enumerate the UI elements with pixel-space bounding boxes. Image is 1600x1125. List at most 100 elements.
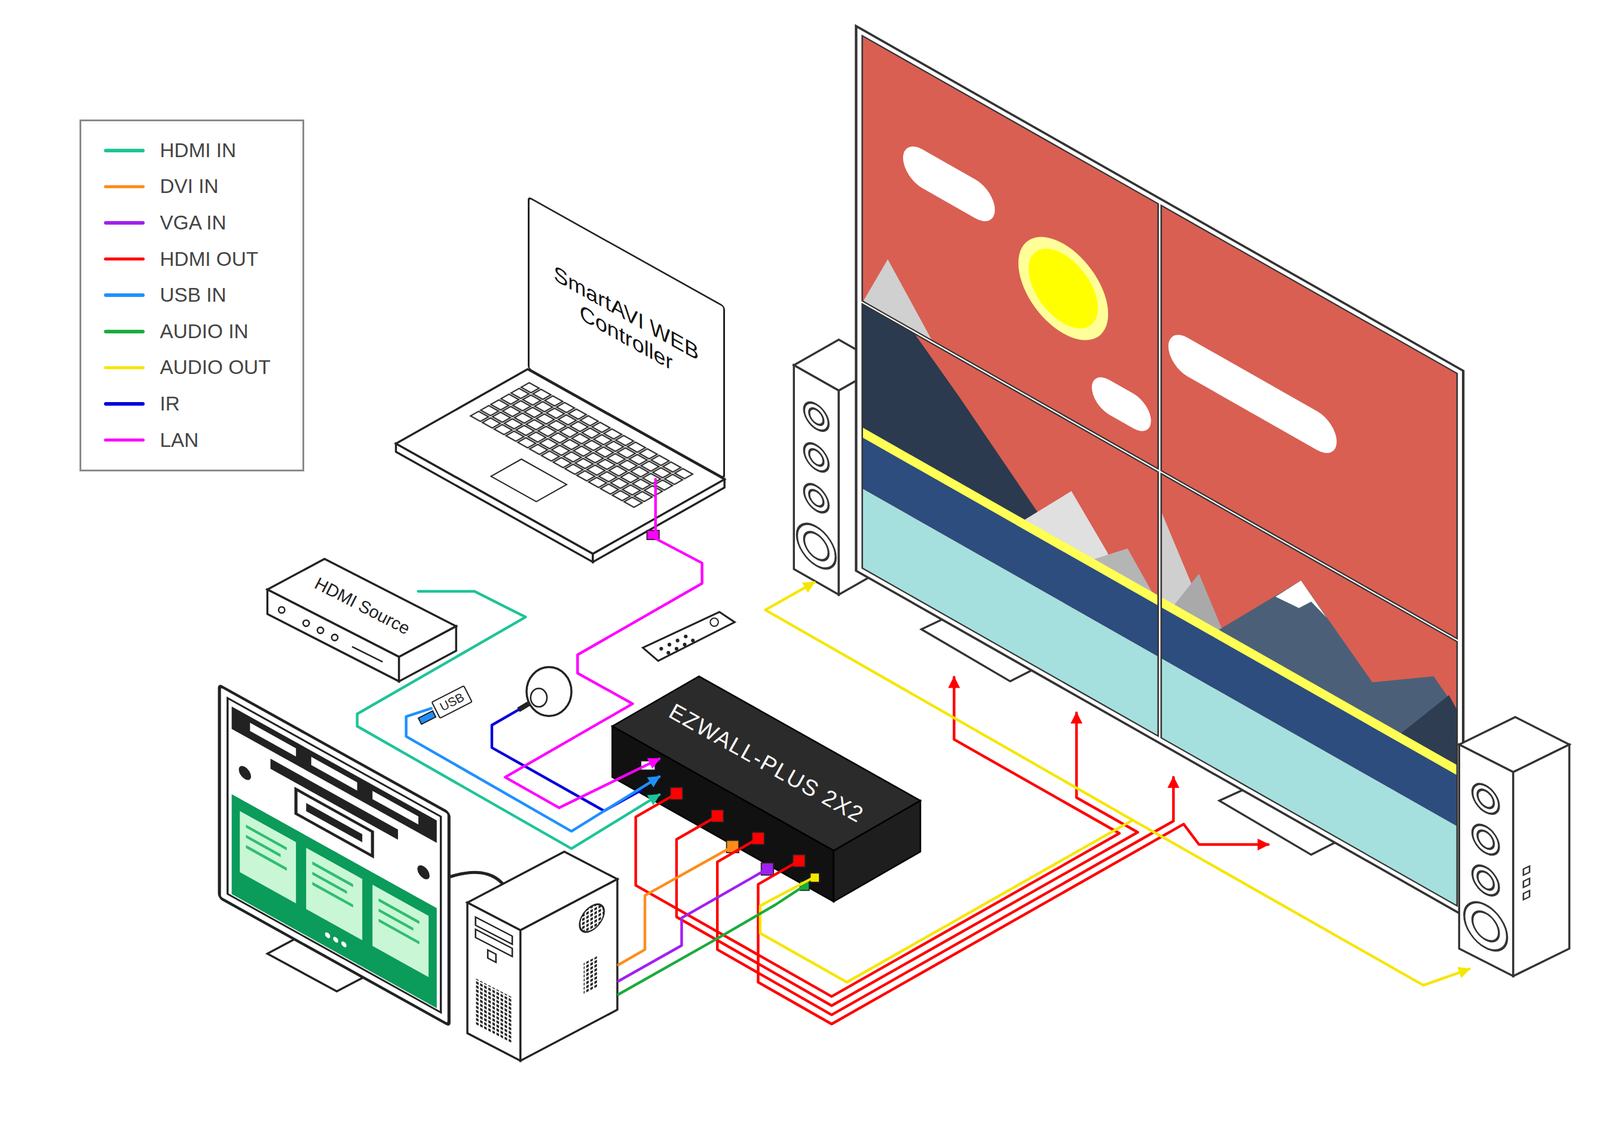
video-wall-part-part	[1168, 326, 1338, 462]
left-monitor-part-part	[239, 811, 296, 904]
legend-row: HDMI IN	[103, 132, 281, 170]
pc-tower-part-part	[583, 956, 599, 995]
right-speaker-part-part	[1523, 866, 1530, 876]
remote-control-part-part	[666, 651, 671, 656]
pc-tower-part-part	[487, 950, 497, 963]
video-wall-part-part	[1161, 473, 1458, 907]
ezwall-device-part-part	[761, 863, 774, 876]
remote-control-part-part	[674, 647, 679, 651]
remote-control-part	[659, 634, 695, 655]
right-speaker-part	[1464, 775, 1508, 960]
legend-row: HDMI OUT	[103, 240, 281, 278]
video-wall	[855, 26, 1464, 917]
signal-wires-part	[635, 677, 1120, 997]
signal-wires-part	[618, 848, 731, 966]
pc-tower-part-part	[579, 899, 605, 938]
video-wall-part-part	[1091, 369, 1152, 439]
ezwall-device	[612, 676, 921, 902]
left-monitor-part-part	[372, 885, 429, 978]
right-speaker-part-part	[1477, 787, 1494, 812]
legend-text: AUDIO IN	[160, 320, 249, 344]
left-monitor-part-part	[306, 803, 363, 843]
video-wall-part	[855, 26, 1464, 917]
node-text: HDMI Source	[311, 573, 413, 639]
left-monitor-part-part	[246, 824, 420, 945]
remote-control-part-part	[675, 638, 680, 643]
legend-text: USB IN	[160, 283, 227, 307]
remote-control-part-part	[667, 643, 672, 647]
video-wall-part-part	[862, 35, 1159, 470]
legend-swatch	[103, 257, 145, 261]
video-wall-part-part	[1028, 234, 1098, 344]
node-text: EZWALL-PLUS 2X2	[664, 698, 869, 829]
legend-row: AUDIO IN	[103, 313, 281, 350]
legend-text: IR	[160, 392, 180, 416]
left-monitor-part-part-part	[311, 872, 347, 895]
right-speaker-part-part	[1464, 894, 1508, 959]
legend-row: IR	[103, 386, 281, 423]
legend-text: AUDIO OUT	[160, 356, 271, 379]
left-speaker-part	[793, 365, 839, 595]
pc-tower-part	[475, 917, 513, 1044]
legend-swatch	[103, 402, 145, 406]
left-speaker-part-part	[803, 527, 829, 566]
signal-wires-part	[491, 710, 641, 812]
right-speaker-part	[1523, 866, 1530, 901]
legend-row: VGA IN	[103, 205, 281, 242]
lan-cable	[505, 479, 702, 809]
left-speaker-part-part	[803, 479, 829, 518]
right-speaker-part	[1513, 744, 1570, 977]
pc-tower-part	[520, 879, 618, 1062]
video-wall-part-part	[1275, 566, 1327, 627]
signal-wires-part	[1132, 820, 1470, 987]
legend-row: USB IN	[103, 277, 281, 314]
ir-receiver-part	[530, 688, 547, 708]
legend-swatch	[103, 366, 145, 370]
hdmi-source-box-part-part	[317, 627, 324, 634]
left-monitor-part-part	[417, 863, 430, 883]
node-text: USB	[437, 689, 467, 714]
device-label: EZWALL-PLUS 2X2	[659, 694, 874, 832]
hdmi-source-box-part-part	[331, 634, 338, 641]
right-speaker-part-part	[1472, 779, 1499, 820]
legend-swatch	[103, 293, 145, 297]
node-text: SmartAVI WEB Controller	[545, 255, 708, 396]
left-monitor-part-part	[219, 685, 449, 1026]
hdmi-source-box	[267, 559, 457, 682]
video-wall-part-part	[862, 304, 1159, 737]
pc-tower-part	[579, 899, 605, 997]
right-speaker-part-part	[1477, 868, 1494, 893]
legend-swatch	[103, 148, 145, 152]
left-monitor-part-part-part	[378, 909, 413, 932]
right-speaker-part-part	[1472, 906, 1499, 947]
left-monitor-part	[219, 685, 449, 1026]
left-monitor-part-part	[227, 698, 442, 1013]
ir-receiver-part	[526, 667, 572, 717]
laptop-screen: SmartAVI WEB Controller	[527, 196, 725, 480]
remote-control-part	[710, 618, 719, 627]
remote-control-part-part	[659, 647, 663, 651]
legend-swatch	[103, 438, 145, 442]
legend-text: DVI IN	[160, 175, 219, 198]
legend-swatch	[103, 185, 145, 189]
ir-receiver	[518, 667, 572, 717]
source-box-label: HDMI Source	[306, 569, 419, 643]
left-monitor-part-part	[325, 931, 331, 940]
laptop-base-part-part	[491, 459, 568, 503]
signal-wires-part	[717, 777, 1174, 1016]
legend-box: HDMI IN DVI IN VGA IN HDMI OUT USB IN AUDIO I…	[79, 119, 305, 472]
left-monitor-part-part	[332, 935, 339, 944]
left-speaker-part-part	[809, 446, 824, 469]
remote-control-part-part	[683, 634, 688, 639]
left-monitor-part-part-part	[246, 834, 281, 858]
legend-text: VGA IN	[160, 211, 227, 235]
left-monitor-part-part	[249, 723, 296, 757]
usb-stick: USB	[431, 684, 474, 719]
right-speaker-part-part	[1472, 860, 1499, 901]
left-monitor-part-part	[239, 763, 252, 783]
left-speaker-part-part	[796, 515, 836, 577]
left-monitor-part-part	[231, 794, 437, 1009]
hdmi-source-box-part-part	[352, 646, 383, 663]
pc-tower-part-part	[475, 978, 513, 1044]
